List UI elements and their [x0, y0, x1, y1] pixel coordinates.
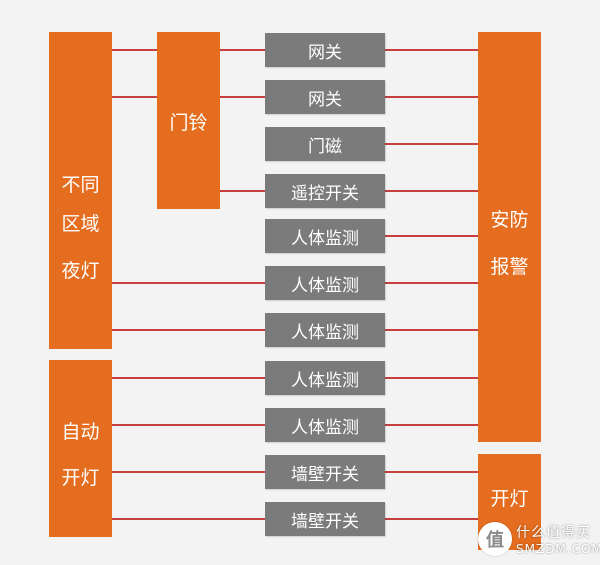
connector-line: [220, 49, 265, 51]
group-auto-light: 自动 开灯: [49, 360, 112, 537]
connector-line: [385, 235, 478, 237]
group-label: 开灯: [490, 488, 529, 510]
connector-line: [385, 143, 478, 145]
connector-line: [112, 96, 157, 98]
connector-line: [112, 424, 265, 426]
connector-line: [112, 329, 265, 331]
watermark-text: 什么值得买: [516, 525, 591, 541]
device-wall-switch: 墙壁开关: [265, 455, 385, 489]
group-label: 不同: [61, 174, 100, 196]
connector-line: [385, 282, 478, 284]
device-motion-sensor: 人体监测: [265, 219, 385, 253]
connector-line: [385, 329, 478, 331]
connector-line: [112, 471, 265, 473]
group-label: 区域: [61, 213, 100, 235]
connector-line: [385, 424, 478, 426]
connector-line: [112, 49, 157, 51]
device-motion-sensor: 人体监测: [265, 361, 385, 395]
group-doorbell: 门铃: [157, 32, 220, 209]
connector-line: [220, 96, 265, 98]
watermark: 值 什么值得买 SMZDM.COM: [478, 520, 600, 562]
device-motion-sensor: 人体监测: [265, 313, 385, 347]
group-security-alarm: 安防 报警: [478, 32, 541, 442]
watermark-logo-icon: 值: [478, 522, 512, 556]
connector-line: [112, 282, 265, 284]
group-label: 报警: [490, 256, 529, 278]
group-label: 夜灯: [61, 260, 100, 282]
device-gateway: 网关: [265, 33, 385, 67]
group-night-light: 不同 区域 夜灯: [49, 32, 112, 349]
group-label: 自动: [61, 421, 100, 443]
connector-line: [385, 49, 478, 51]
connector-line: [385, 96, 478, 98]
device-wall-switch: 墙壁开关: [265, 502, 385, 536]
connector-line: [385, 471, 478, 473]
watermark-url: SMZDM.COM: [516, 542, 600, 556]
connector-line: [112, 518, 265, 520]
connector-line: [220, 190, 265, 192]
connector-line: [385, 518, 478, 520]
device-door-sensor: 门磁: [265, 127, 385, 161]
device-remote-switch: 遥控开关: [265, 174, 385, 208]
group-label: 开灯: [61, 467, 100, 489]
connector-line: [112, 377, 265, 379]
device-motion-sensor: 人体监测: [265, 408, 385, 442]
device-gateway: 网关: [265, 80, 385, 114]
connector-line: [385, 377, 478, 379]
connector-line: [385, 190, 478, 192]
group-label: 安防: [490, 209, 529, 231]
device-motion-sensor: 人体监测: [265, 266, 385, 300]
group-label: 门铃: [169, 112, 208, 134]
